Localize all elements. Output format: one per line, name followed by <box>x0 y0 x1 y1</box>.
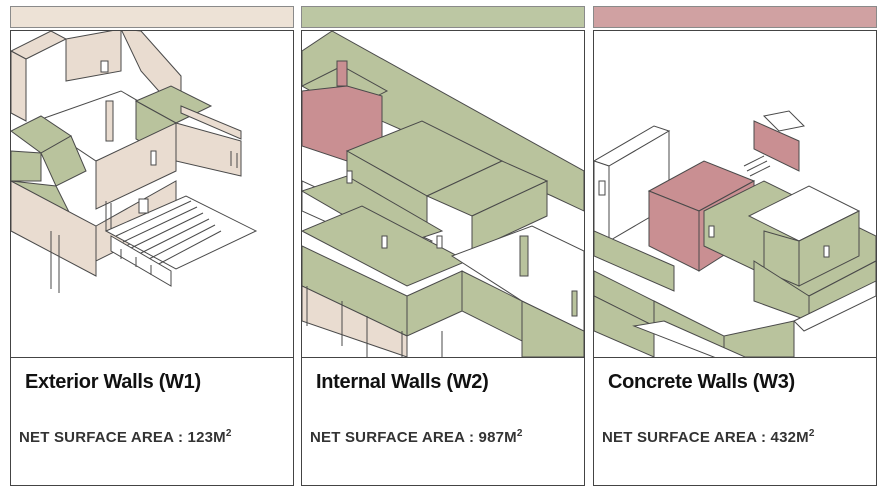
exterior-walls-drawing <box>11 31 293 358</box>
panel-exterior-walls <box>10 6 294 28</box>
internal-walls-axonometric <box>302 31 584 357</box>
concrete-walls-axonometric <box>594 110 876 357</box>
exterior-walls-area: NET SURFACE AREA : 123M2 <box>19 428 232 447</box>
concrete-walls-area-label: NET SURFACE AREA : <box>602 429 771 446</box>
concrete-walls-area-unit-exponent: 2 <box>808 428 815 439</box>
internal-walls-area-value: 987M <box>478 429 517 446</box>
exterior-walls-area-unit-exponent: 2 <box>225 428 232 439</box>
concrete-walls-card: Concrete Walls (W3) NET SURFACE AREA : 4… <box>593 30 877 486</box>
panel-concrete-walls <box>593 6 877 28</box>
exterior-walls-area-label: NET SURFACE AREA : <box>19 429 188 446</box>
exterior-walls-area-value: 123M <box>187 429 226 446</box>
exterior-walls-card: Exterior Walls (W1) NET SURFACE AREA : 1… <box>10 30 294 486</box>
exterior-walls-swatch <box>10 6 294 28</box>
concrete-walls-swatch <box>593 6 877 28</box>
panel-internal-walls <box>301 6 585 28</box>
internal-walls-title: Internal Walls (W2) <box>316 371 489 393</box>
internal-walls-card: Internal Walls (W2) NET SURFACE AREA : 9… <box>301 30 585 486</box>
exterior-walls-axonometric <box>11 31 258 293</box>
concrete-walls-area: NET SURFACE AREA : 432M2 <box>602 428 815 447</box>
concrete-walls-drawing <box>594 31 876 358</box>
concrete-walls-area-value: 432M <box>770 429 809 446</box>
internal-walls-swatch <box>301 6 585 28</box>
internal-walls-area-unit-exponent: 2 <box>516 428 523 439</box>
exterior-walls-title: Exterior Walls (W1) <box>25 371 201 393</box>
internal-walls-drawing <box>302 31 584 358</box>
concrete-walls-title: Concrete Walls (W3) <box>608 371 795 393</box>
internal-walls-area: NET SURFACE AREA : 987M2 <box>310 428 523 447</box>
internal-walls-area-label: NET SURFACE AREA : <box>310 429 479 446</box>
